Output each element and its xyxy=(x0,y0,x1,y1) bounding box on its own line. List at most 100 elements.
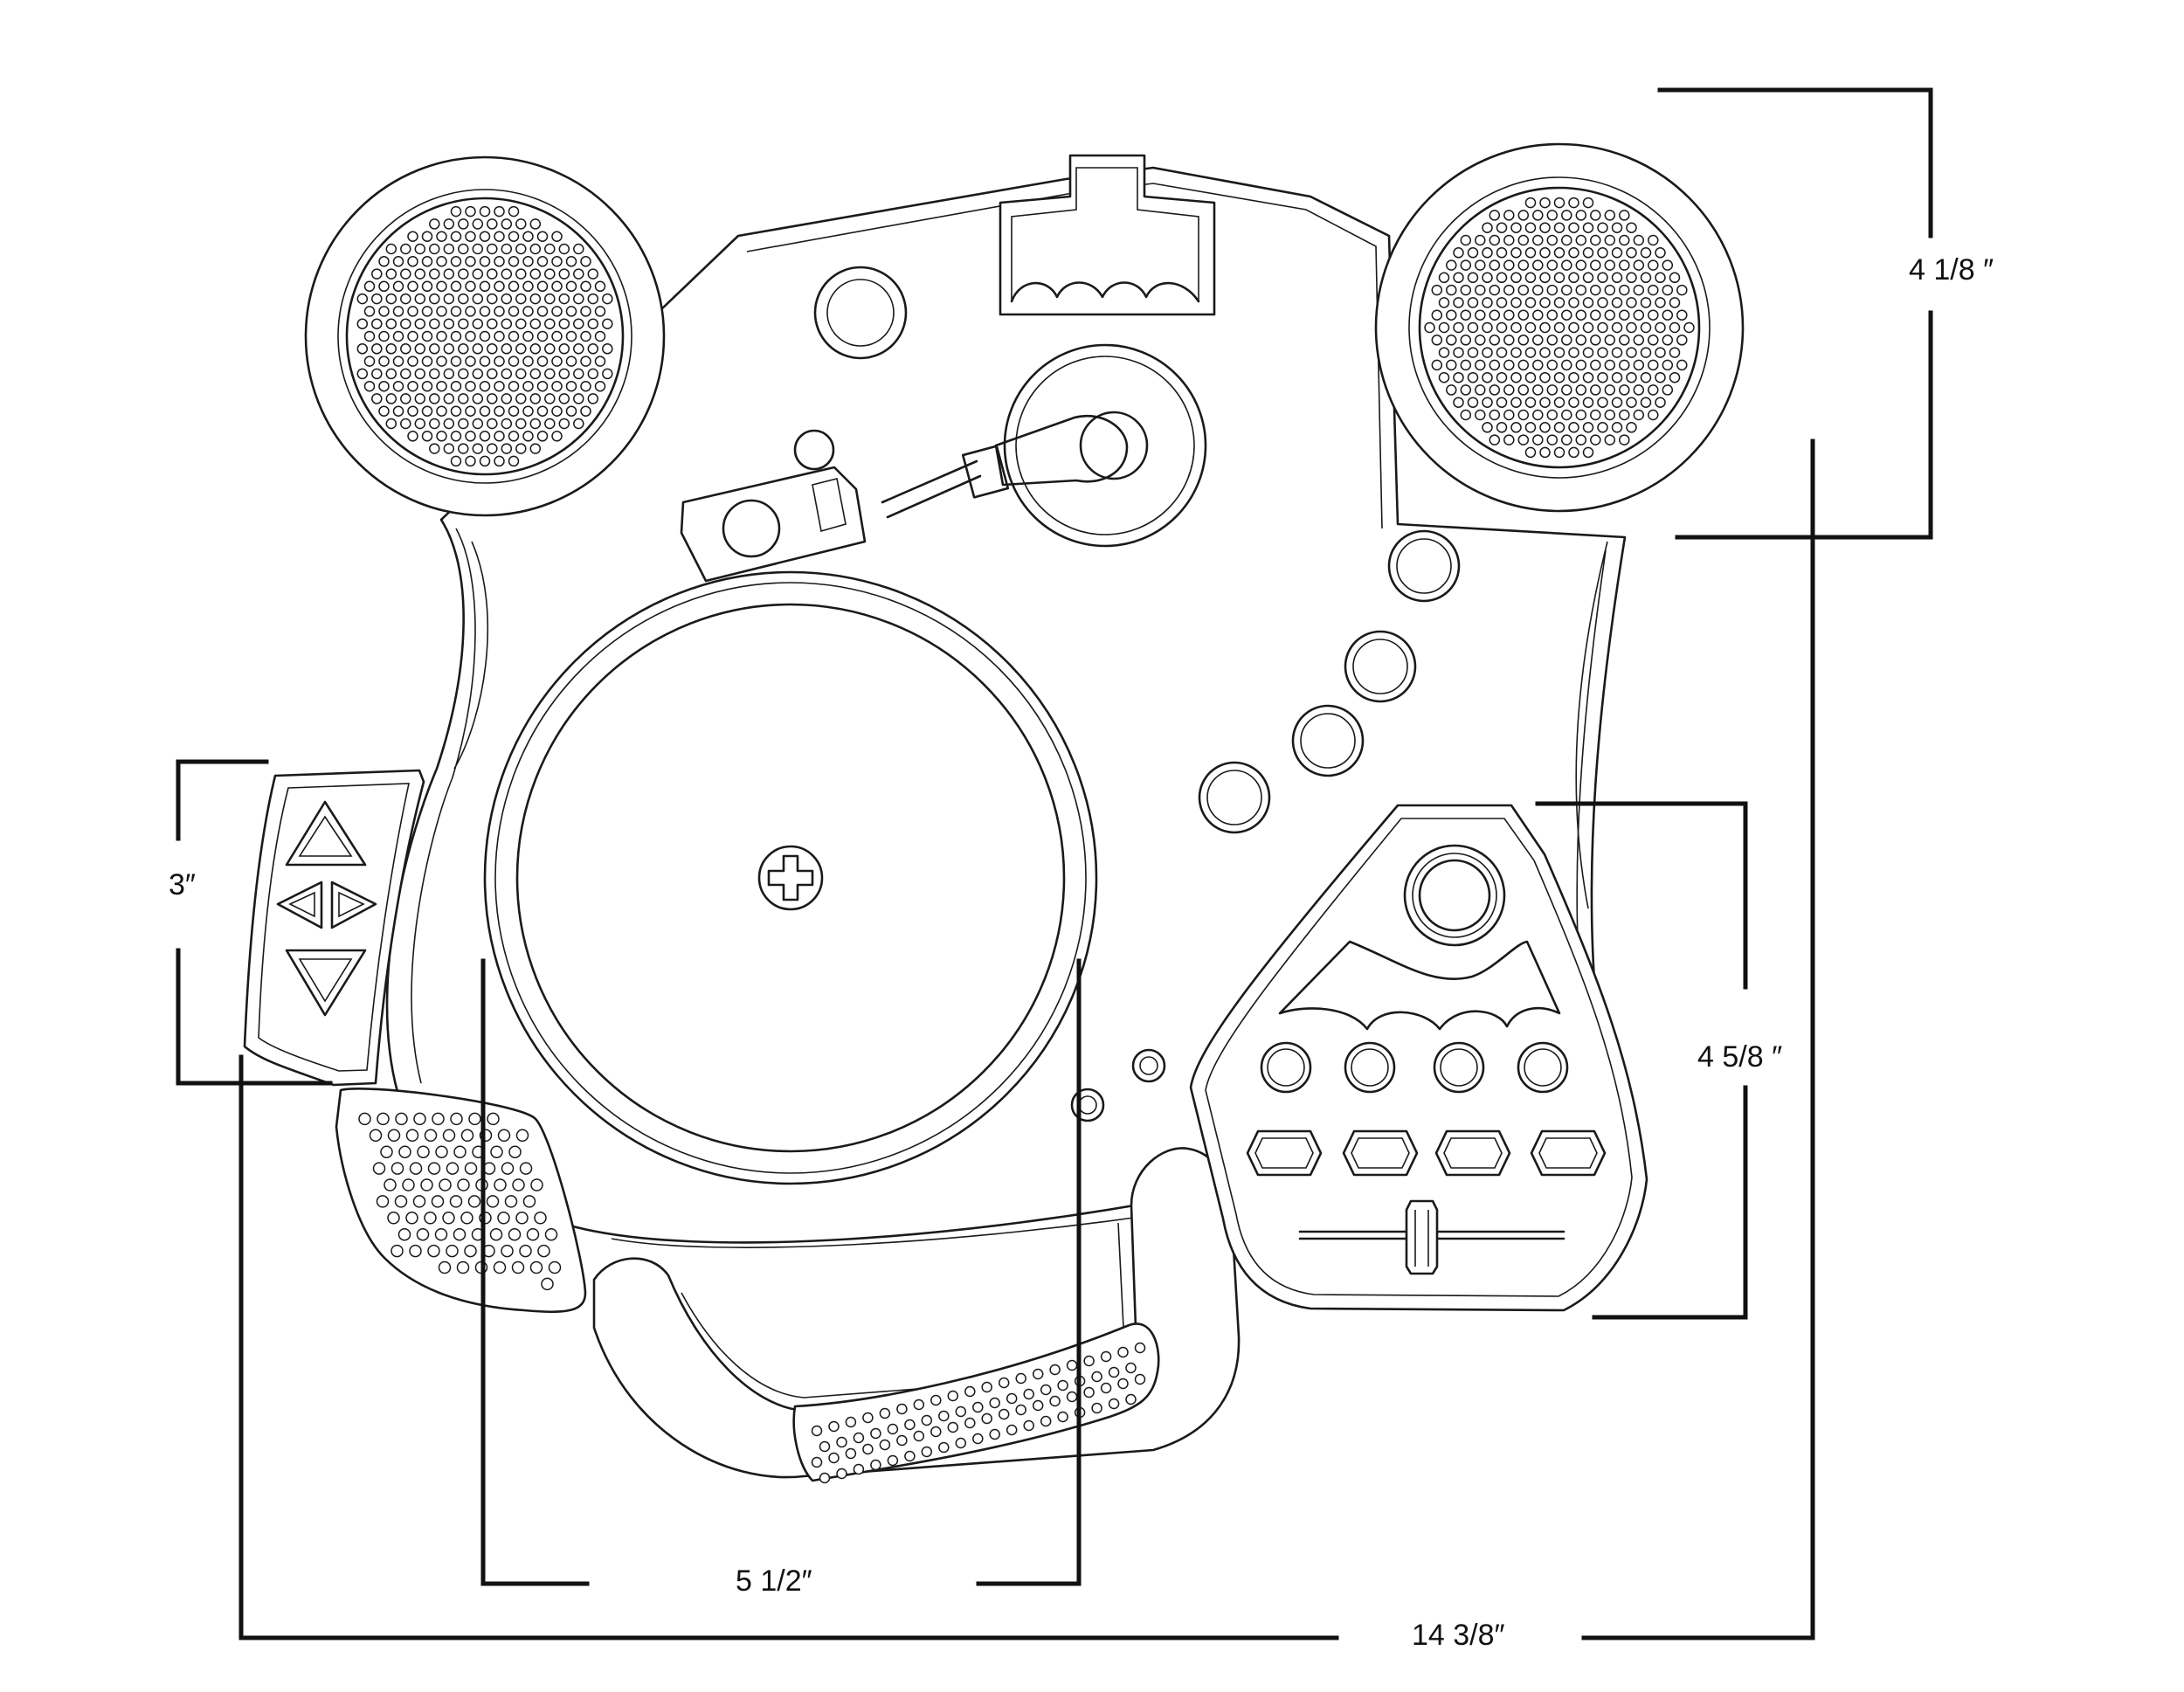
grill-hole xyxy=(1648,359,1659,371)
grill-hole xyxy=(1626,222,1637,233)
grill-hole xyxy=(1503,384,1515,396)
grill-hole xyxy=(458,243,469,255)
grill-hole xyxy=(955,1437,967,1449)
grill-hole xyxy=(1553,247,1565,259)
up-arrow-icon[interactable] xyxy=(285,800,367,867)
grill-hole xyxy=(1590,409,1601,421)
grill-hole xyxy=(515,318,527,329)
grill-hole xyxy=(1467,347,1479,358)
grill-hole xyxy=(435,1145,448,1158)
grill-hole xyxy=(1467,297,1479,308)
grill-hole xyxy=(1091,1371,1102,1383)
grill-hole xyxy=(501,418,513,430)
grill-hole xyxy=(1582,222,1594,233)
grill-hole xyxy=(573,268,584,280)
grill-hole xyxy=(1582,321,1594,334)
grill-hole xyxy=(1049,1395,1061,1407)
right-arrow-icon[interactable] xyxy=(330,881,377,929)
crossfader-knob[interactable] xyxy=(1405,1199,1439,1275)
grill-hole xyxy=(1676,359,1688,371)
grill-hole xyxy=(385,293,397,305)
grill-hole xyxy=(1561,309,1572,321)
tonearm-cartridge[interactable] xyxy=(680,466,867,583)
grill-hole xyxy=(1619,409,1630,421)
grill-hole xyxy=(394,1195,408,1208)
grill-hole xyxy=(515,1212,529,1225)
grill-hole xyxy=(356,293,369,305)
grill-hole xyxy=(436,231,447,242)
grill-hole xyxy=(515,368,527,380)
round-button-2[interactable] xyxy=(1344,630,1417,703)
grill-hole xyxy=(1517,284,1530,296)
grill-hole xyxy=(372,1162,386,1175)
grill-hole xyxy=(1539,446,1551,459)
cartridge-knob[interactable] xyxy=(722,499,781,558)
grill-hole xyxy=(536,431,549,442)
pad-button-1[interactable] xyxy=(1246,1129,1323,1177)
grill-hole xyxy=(479,205,491,218)
grill-hole xyxy=(1496,222,1508,233)
grill-hole xyxy=(529,268,542,280)
grill-hole xyxy=(427,1162,441,1175)
grill-hole xyxy=(1438,272,1450,284)
grill-hole xyxy=(472,293,484,305)
grill-hole xyxy=(1619,384,1630,396)
grill-hole xyxy=(1553,371,1565,383)
panel-button-3[interactable] xyxy=(1433,1041,1485,1094)
grill-hole xyxy=(536,405,549,417)
grill-hole xyxy=(460,1129,474,1143)
grill-hole xyxy=(465,405,476,417)
grill-hole xyxy=(1655,272,1666,284)
grill-hole xyxy=(1590,335,1601,346)
round-button-3[interactable] xyxy=(1291,704,1365,777)
round-button-4[interactable] xyxy=(1198,761,1271,834)
left-arrow-icon[interactable] xyxy=(276,881,323,929)
turntable-platter[interactable] xyxy=(483,570,1098,1185)
pad-button-3[interactable] xyxy=(1434,1129,1511,1177)
grill-hole xyxy=(602,343,613,355)
top-round-button[interactable] xyxy=(813,266,908,360)
down-arrow-icon[interactable] xyxy=(285,949,367,1017)
grill-hole xyxy=(501,1162,515,1175)
grill-hole xyxy=(1648,384,1659,396)
grill-hole xyxy=(1496,321,1508,334)
grill-hole xyxy=(1561,384,1572,396)
grill-hole xyxy=(487,368,498,380)
control-knob[interactable] xyxy=(1403,844,1506,947)
pad-button-4[interactable] xyxy=(1530,1129,1607,1177)
grill-hole xyxy=(1482,422,1493,433)
grill-hole xyxy=(371,343,383,355)
grill-hole xyxy=(573,393,584,404)
grill-hole xyxy=(479,280,491,293)
grill-hole xyxy=(494,356,505,367)
round-button-1[interactable] xyxy=(1387,529,1461,603)
grill-hole xyxy=(1568,397,1579,408)
grill-hole xyxy=(1510,371,1522,383)
grill-hole xyxy=(1676,309,1688,321)
grill-hole xyxy=(811,1456,823,1468)
grill-hole xyxy=(414,268,426,280)
grill-hole xyxy=(1619,335,1630,346)
grill-hole xyxy=(1446,284,1457,296)
grill-hole xyxy=(494,256,505,267)
grill-hole xyxy=(558,368,570,380)
grill-hole xyxy=(487,218,498,230)
grill-hole xyxy=(1597,422,1608,433)
pad-button-2[interactable] xyxy=(1342,1129,1419,1177)
grill-hole xyxy=(479,380,491,392)
panel-button-2[interactable] xyxy=(1344,1041,1396,1094)
panel-button-4[interactable] xyxy=(1517,1041,1569,1094)
grill-hole xyxy=(1633,234,1645,246)
grill-hole xyxy=(1597,347,1608,358)
grill-hole xyxy=(558,243,570,255)
panel-button-1[interactable] xyxy=(1260,1041,1312,1094)
grill-hole xyxy=(494,231,505,242)
grill-hole xyxy=(501,393,513,404)
grill-hole xyxy=(1662,359,1674,371)
tonearm-base-ring xyxy=(1015,356,1195,535)
grill-hole xyxy=(522,405,534,417)
grill-hole xyxy=(400,318,411,329)
grill-hole xyxy=(465,455,476,467)
grill-hole xyxy=(558,343,570,355)
grill-hole xyxy=(1510,397,1522,408)
